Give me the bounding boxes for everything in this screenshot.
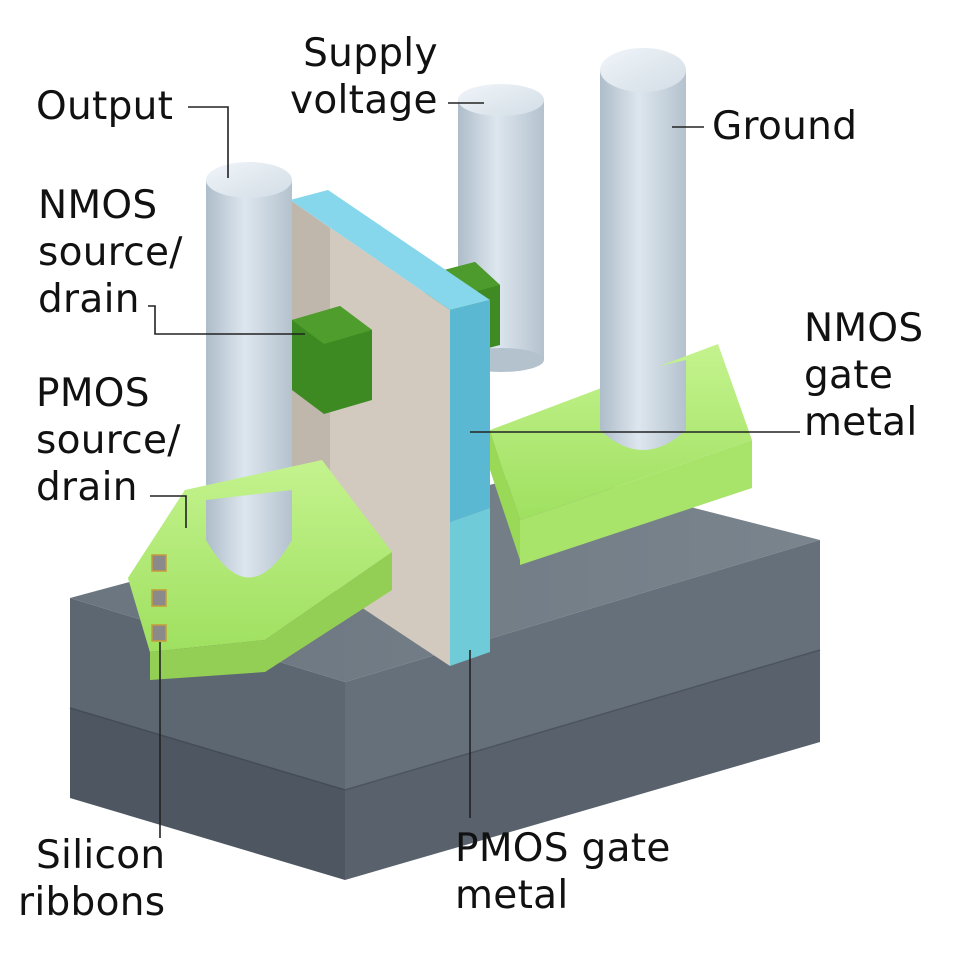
substrate-lower-front-face	[70, 708, 345, 880]
leader-lines	[148, 102, 800, 838]
silicon-ribbon-3	[151, 624, 167, 642]
silicon-ribbon-2	[151, 589, 167, 607]
silicon-ribbon-1	[151, 554, 167, 572]
supply-voltage-label: Supply voltage	[290, 31, 438, 123]
substrate-upper-front-face	[70, 598, 345, 790]
gate-wall-top-edge	[290, 190, 490, 310]
ground-pillar-socket	[600, 360, 686, 450]
substrate-layer-seam	[69, 707, 346, 791]
right-block-front-face	[490, 430, 520, 560]
output-label: Output	[36, 84, 174, 129]
output-pillar-socket	[206, 490, 292, 578]
output-leader	[188, 106, 229, 178]
nmos-gate-metal-label: NMOS gate metal	[804, 306, 924, 445]
nmos-source-drain-label: NMOS source/ drain	[38, 183, 183, 322]
left-block-lower-face	[150, 552, 392, 680]
pmos-source-drain-label: PMOS source/ drain	[36, 371, 181, 510]
ground-label: Ground	[712, 104, 858, 149]
nmos-source-drain-leader	[148, 305, 305, 335]
pmos-gate-metal-face	[450, 508, 490, 666]
substrate-lower-side-face	[345, 650, 820, 880]
substrate-upper-side-face	[345, 540, 820, 790]
right-block-lower-face	[520, 440, 752, 565]
silicon-ribbons	[151, 554, 167, 642]
silicon-ribbons-label: Silicon ribbons	[18, 833, 166, 925]
pmos-gate-metal-label: PMOS gate metal	[455, 826, 671, 918]
nmos-source-drain-front-top	[292, 306, 372, 344]
substrate-layer-seam-side	[344, 649, 821, 791]
pmos-source-drain-leader	[150, 495, 187, 528]
nmos-gate-metal-face	[450, 300, 490, 522]
